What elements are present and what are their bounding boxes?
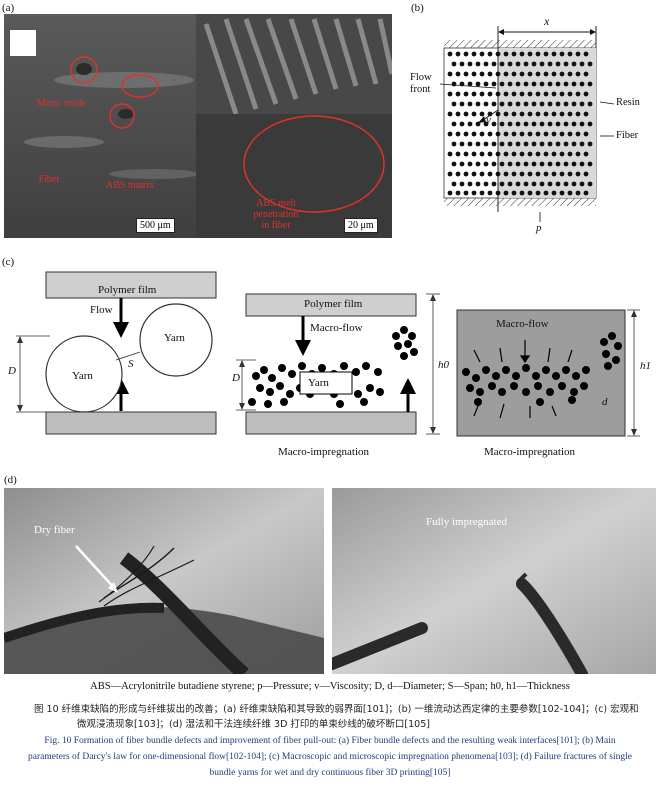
panel-a-label: (a) — [2, 2, 14, 14]
label-macro-flow-1: Macro-flow — [310, 322, 363, 334]
caption-en-line3: bundle yarns for wet and dry continuous … — [4, 768, 656, 778]
label-resin: Resin — [616, 97, 640, 108]
label-d-1: D — [8, 365, 16, 377]
label-dry-fiber: Dry fiber — [34, 524, 75, 536]
sem-left-texture — [4, 14, 196, 238]
label-yarn-2: Yarn — [164, 332, 185, 344]
photo-dry-fiber: Dry fiber — [4, 488, 324, 674]
sem-image-right: ABS melt penetration in fiber — [196, 14, 392, 238]
label-flow-front: Flow front — [410, 72, 432, 96]
label-s: S — [128, 358, 134, 370]
label-macro-impregnation-1: Macro-impregnation — [278, 446, 369, 458]
label-yarn-1: Yarn — [72, 370, 93, 382]
photo-fully-impregnated: Fully impregnated — [332, 488, 656, 674]
label-h1: h1 — [640, 360, 651, 372]
label-micro-voids: Micro voids — [26, 98, 96, 109]
photo-dry-fiber-art — [4, 488, 324, 674]
label-polymer-film-2: Polymer film — [304, 298, 362, 310]
sem-image-left: Micro voids Fiber ABS matrix — [4, 14, 196, 238]
h0-text: h0 — [438, 359, 449, 371]
h1-text: h1 — [640, 360, 651, 372]
label-flow: Flow — [90, 304, 113, 316]
caption-cn-line2: 微观浸渍现象[103]；(d) 湿法和干法连续纤维 3D 打印的单束纱线的破坏断… — [77, 716, 430, 730]
abbreviation-line: ABS—Acrylonitrile butadiene styrene; p—P… — [0, 681, 660, 692]
darcy-flow-diagram — [400, 12, 660, 240]
label-fiber-b: Fiber — [616, 130, 638, 141]
label-macro-flow-2: Macro-flow — [496, 318, 549, 330]
label-polymer-film-1: Polymer film — [98, 284, 156, 296]
caption-cn-line1: 图 10 纤维束缺陷的形成与纤维拔出的改善；(a) 纤维束缺陷和其导致的弱界面[… — [34, 701, 639, 715]
label-x: x — [544, 14, 549, 29]
scale-bar-right: 20 μm — [344, 218, 378, 233]
label-d-2: D — [232, 372, 240, 384]
label-d-small: d — [602, 396, 608, 408]
label-p: p — [536, 222, 542, 234]
panel-d-label: (d) — [4, 474, 17, 486]
label-abs-melt-penetration: ABS melt penetration in fiber — [236, 198, 316, 231]
label-macro-impregnation-2: Macro-impregnation — [484, 446, 575, 458]
scale-bar-left: 500 μm — [136, 218, 175, 233]
label-fully-impregnated: Fully impregnated — [426, 516, 507, 528]
caption-en-line2: parameters of Darcy's law for one-dimens… — [4, 752, 656, 762]
label-abs-matrix: ABS matrix — [100, 180, 160, 191]
label-h0: h0 — [438, 359, 449, 371]
label-fiber: Fiber — [34, 174, 64, 185]
label-yarn-3: Yarn — [308, 377, 329, 389]
label-v: v — [486, 114, 491, 126]
caption-en-line1: Fig. 10 Formation of fiber bundle defect… — [4, 736, 656, 746]
